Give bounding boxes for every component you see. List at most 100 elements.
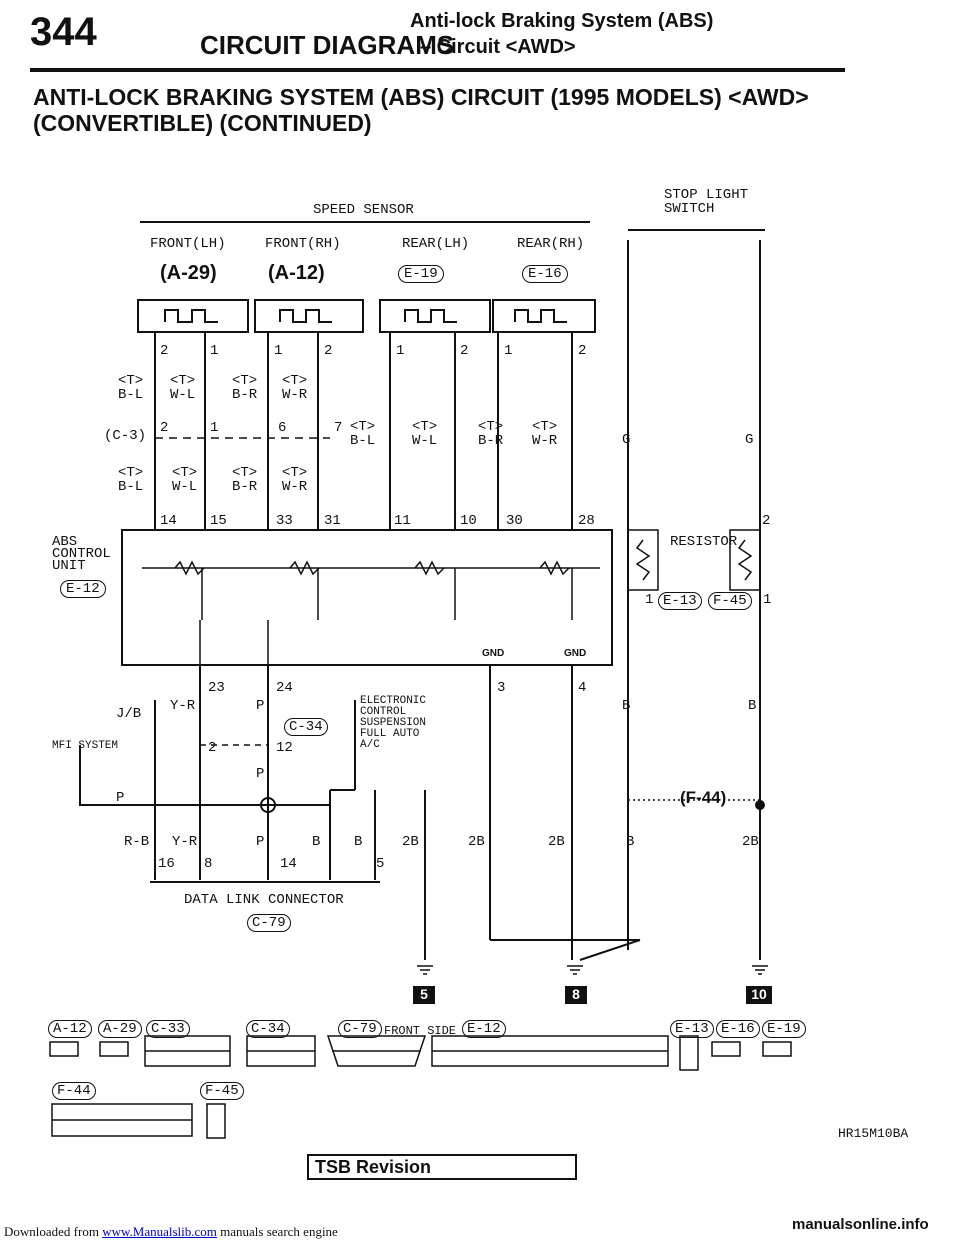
connector-view-e19: E-19 xyxy=(762,1020,806,1038)
ground-5: 5 xyxy=(420,986,428,1002)
header-subtitle-2: – Circuit <AWD> xyxy=(420,36,576,58)
pin-label: 4 xyxy=(578,680,587,696)
speed-sensor-label: SPEED SENSOR xyxy=(313,202,414,218)
pin-label: 1 xyxy=(763,592,772,608)
pin-label: 14 xyxy=(280,856,297,872)
sensor-position-rear-rh: REAR(RH) xyxy=(517,236,585,252)
wire-color: 2B xyxy=(742,834,759,850)
connector-view-f44: F-44 xyxy=(52,1082,96,1100)
wire-color: 2B xyxy=(548,834,565,850)
pin-label: 1 xyxy=(210,343,219,359)
header-subtitle-1: Anti-lock Braking System (ABS) xyxy=(410,10,714,32)
pin-label: 2 xyxy=(208,740,217,756)
connector-c34: C-34 xyxy=(284,718,328,736)
pin-label: 15 xyxy=(210,513,227,529)
wire-color: P xyxy=(256,834,265,850)
connector-e13: E-13 xyxy=(658,592,702,610)
wire-color: B xyxy=(354,834,363,850)
pulse-icon xyxy=(514,309,567,323)
page-number: 344 xyxy=(30,10,97,54)
wire-color: G xyxy=(745,432,754,448)
wire-color-rear-1: <T>B-L xyxy=(350,419,376,449)
wire-color-front-8: <T>W-R xyxy=(282,465,308,495)
wire-color-front-7: <T>B-R xyxy=(232,465,258,495)
gnd-label: GND xyxy=(564,648,587,659)
pin-label: 2 xyxy=(578,343,587,359)
abs-control-unit-box xyxy=(121,529,613,666)
sensor-box-front-rh xyxy=(254,299,364,333)
sensor-position-front-rh: FRONT(RH) xyxy=(265,236,341,252)
connector-view-a29: A-29 xyxy=(98,1020,142,1038)
pin-label: 1 xyxy=(274,343,283,359)
pin-label: 5 xyxy=(376,856,385,872)
splice-point xyxy=(260,797,276,813)
wire-color: P xyxy=(256,766,265,782)
wire-color-front-3: <T>B-R xyxy=(232,373,258,403)
gnd-label: GND xyxy=(482,648,505,659)
connector-view-c34: C-34 xyxy=(246,1020,290,1038)
front-side-label: FRONT SIDE xyxy=(384,1024,457,1038)
wire-color-rear-4: <T>W-R xyxy=(532,419,558,449)
pin-label: 16 xyxy=(158,856,175,872)
connector-view-f45: F-45 xyxy=(200,1082,244,1100)
ground-10-badge xyxy=(746,986,772,1004)
header-section: CIRCUIT DIAGRAMS xyxy=(200,30,455,60)
pin-label: 31 xyxy=(324,513,341,529)
wire-color: 2B xyxy=(468,834,485,850)
pin-label: 1 xyxy=(396,343,405,359)
diagram-title-line1: ANTI-LOCK BRAKING SYSTEM (ABS) CIRCUIT (… xyxy=(33,84,809,110)
wire-color: Y-R xyxy=(170,698,196,714)
connector-a12: (A-12) xyxy=(268,262,325,284)
header-rule xyxy=(30,68,845,72)
pin-label: 10 xyxy=(460,513,477,529)
wire-color: G xyxy=(622,432,631,448)
resistor-label: RESISTOR xyxy=(670,534,738,550)
connector-e19: E-19 xyxy=(398,265,444,283)
pin-label: 8 xyxy=(204,856,213,872)
pin-label: 1 xyxy=(210,420,219,436)
pin-label: 1 xyxy=(504,343,513,359)
pin-label: 2 xyxy=(160,420,169,436)
pin-label: 3 xyxy=(497,680,506,696)
ground-8-badge xyxy=(565,986,587,1004)
wire-color: B xyxy=(312,834,321,850)
pulse-icon xyxy=(164,309,218,323)
diagram-title-line2: (CONVERTIBLE) (CONTINUED) xyxy=(33,110,372,136)
sensor-position-front-lh: FRONT(LH) xyxy=(150,236,226,252)
connector-view-e13: E-13 xyxy=(670,1020,714,1038)
footer-prefix: Downloaded from xyxy=(4,1224,99,1239)
sensor-box-rear-rh xyxy=(492,299,596,333)
footer-suffix: manuals search engine xyxy=(220,1224,338,1239)
wire-color: P xyxy=(116,790,125,806)
wire-color: Y-R xyxy=(172,834,198,850)
connector-e12: E-12 xyxy=(60,580,106,598)
splice-f44: (F-44) xyxy=(680,788,727,807)
pin-label: 2 xyxy=(324,343,333,359)
pin-label: 11 xyxy=(394,513,411,529)
wire-color: B xyxy=(622,698,631,714)
pin-label: 23 xyxy=(208,680,225,696)
sensor-position-rear-lh: REAR(LH) xyxy=(402,236,470,252)
sensor-box-rear-lh xyxy=(379,299,491,333)
connector-views xyxy=(49,1035,792,1139)
pin-label: 12 xyxy=(276,740,293,756)
pin-label: 7 xyxy=(334,420,343,436)
wire-color-rear-3: <T>B-R xyxy=(478,419,504,449)
wire-color: B xyxy=(626,834,635,850)
wire-color: R-B xyxy=(124,834,150,850)
wire-color-rear-2: <T>W-L xyxy=(412,419,438,449)
ground-10: 10 xyxy=(751,986,767,1002)
pin-label: 33 xyxy=(276,513,293,529)
pin-label: 2 xyxy=(160,343,169,359)
footer-link[interactable]: www.Manualslib.com xyxy=(102,1224,217,1239)
connector-c79: C-79 xyxy=(247,914,291,932)
wire-color-front-2: <T>W-L xyxy=(170,373,196,403)
ground-8: 8 xyxy=(572,986,580,1002)
footer: Downloaded from www.Manualslib.com manua… xyxy=(4,1224,338,1240)
pin-label: 6 xyxy=(278,420,287,436)
connector-view-e12: E-12 xyxy=(462,1020,506,1038)
wire-color-front-1: <T>B-L xyxy=(118,373,144,403)
footer-watermark: manualsonline.info xyxy=(792,1216,929,1233)
sensor-box-front-lh xyxy=(137,299,249,333)
